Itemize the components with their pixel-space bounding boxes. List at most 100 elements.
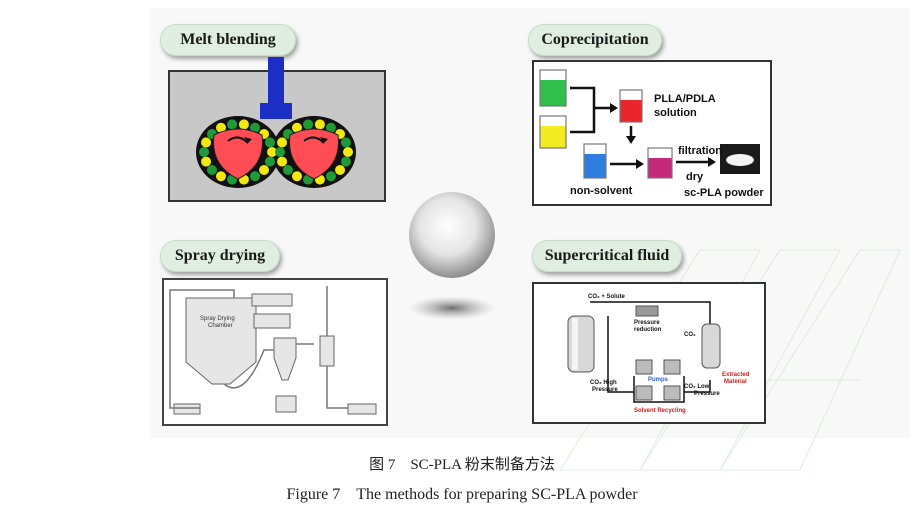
bead [216,122,226,133]
supercritical-fluid-title: Supercritical fluid [532,240,682,272]
co2-low-label-2: Pressure [694,391,720,397]
outlet-unit [253,313,291,329]
rotation-arrow-icon [303,136,325,144]
scrubber [319,335,335,367]
arrowhead-icon [636,159,644,169]
bead [326,122,336,133]
extruder-shaft [268,57,284,105]
bead [275,147,285,157]
pump-piping [633,376,685,403]
melt-blending-diagram [196,57,356,188]
rotation-arrow-icon [227,136,249,144]
bead [340,137,351,148]
cyclone [273,337,297,381]
filtration-label: filtration [678,145,722,157]
pressure-reduction-label-2: reduction [634,327,662,333]
beaker-icon [647,147,673,179]
bead [267,147,277,157]
solution-label-2: solution [654,107,697,119]
spray-drying-title-text: Spray drying [174,247,266,264]
powder-sphere [409,192,495,278]
bead [227,119,238,130]
co2-low-label-1: CO₂ Low [684,384,710,390]
product-label: sc-PLA powder [684,187,764,199]
bead [250,122,260,133]
bead-ring-right [275,119,353,185]
sc-pla-powder-photo [408,192,496,320]
bead [303,119,314,130]
powder-pile [726,154,754,166]
co2-high-label-2: Pressure [592,387,618,393]
chamber-label-1: Spray Drying [200,316,235,322]
bead [199,147,209,157]
pump-icon [635,359,681,401]
bead [264,156,275,167]
arrowhead-icon [626,136,636,144]
extruder-rotor-icon [289,128,339,180]
bead [259,164,270,175]
beaker-icon [583,143,607,179]
co2-top-label: CO₂ [684,332,696,338]
bead [238,119,249,130]
spray-drying-title: Spray drying [160,240,280,272]
extraction-vessel-icon [701,323,721,369]
bead [340,156,351,167]
pumps-label: Pumps [648,377,669,383]
arrowhead-icon [610,103,618,113]
piping [169,286,348,409]
extracted-label-1: Extracted [722,372,750,378]
bead [216,171,226,182]
bead [201,156,212,167]
coprecipitation-diagram: PLLA/PDLA solution filtration dry non-so… [539,69,764,199]
caption-english: Figure 7 The methods for preparing SC-PL… [286,486,638,503]
solution-label-1: PLLA/PDLA [654,93,716,105]
bead [314,119,325,130]
co2-loop-piping [590,301,711,393]
non-solvent-label: non-solvent [570,185,633,197]
supercritical-fluid-title-text: Supercritical fluid [544,247,670,264]
bead [343,147,353,157]
bead [326,171,336,182]
caption-chinese: 图 7 SC-PLA 粉末制备方法 [369,457,555,473]
melt-blending-title: Melt blending [160,24,296,56]
bead [292,122,302,133]
inlet-heater [251,293,293,307]
bead [335,164,346,175]
co2-solute-label: CO₂ + Solute [588,294,626,300]
bead [277,156,288,167]
extracted-label-2: Material [724,379,747,385]
drying-chamber [185,297,257,385]
bead [206,164,217,175]
collector [275,395,297,413]
merge-arrow [570,86,614,134]
pressure-valve [635,305,659,317]
coprecipitation-title: Coprecipitation [528,24,662,56]
dry-label: dry [686,171,704,183]
rotation-arrowhead-icon [244,137,252,143]
exhaust-pump [347,403,377,415]
beaker-icon [539,115,567,149]
bead [264,137,275,148]
bead [277,137,288,148]
arrowhead-icon [708,157,716,167]
coprecipitation-title-text: Coprecipitation [541,31,649,48]
bead [282,164,293,175]
chamber-label-2: Chamber [208,323,233,329]
melt-blending-title-text: Melt blending [180,31,276,48]
extruder-rotor-icon [213,128,263,180]
beaker-icon [619,89,643,123]
rotation-arrowhead-icon [320,137,328,143]
supercritical-diagram: CO₂ + Solute Pressure reduction CO₂ CO₂ … [567,294,750,414]
bead [201,137,212,148]
spray-dryer-icon: Spray Drying Chamber [169,286,377,415]
extraction-vessel-icon [567,315,595,373]
beaker-icon [539,69,567,107]
feed-pump [173,403,201,415]
co2-high-label-1: CO₂ High [590,380,617,386]
extruder-block [260,103,292,119]
solvent-recycling-label: Solvent Recycling [634,408,686,414]
bead [250,171,260,182]
pressure-reduction-label-1: Pressure [634,320,660,326]
bead [292,171,302,182]
